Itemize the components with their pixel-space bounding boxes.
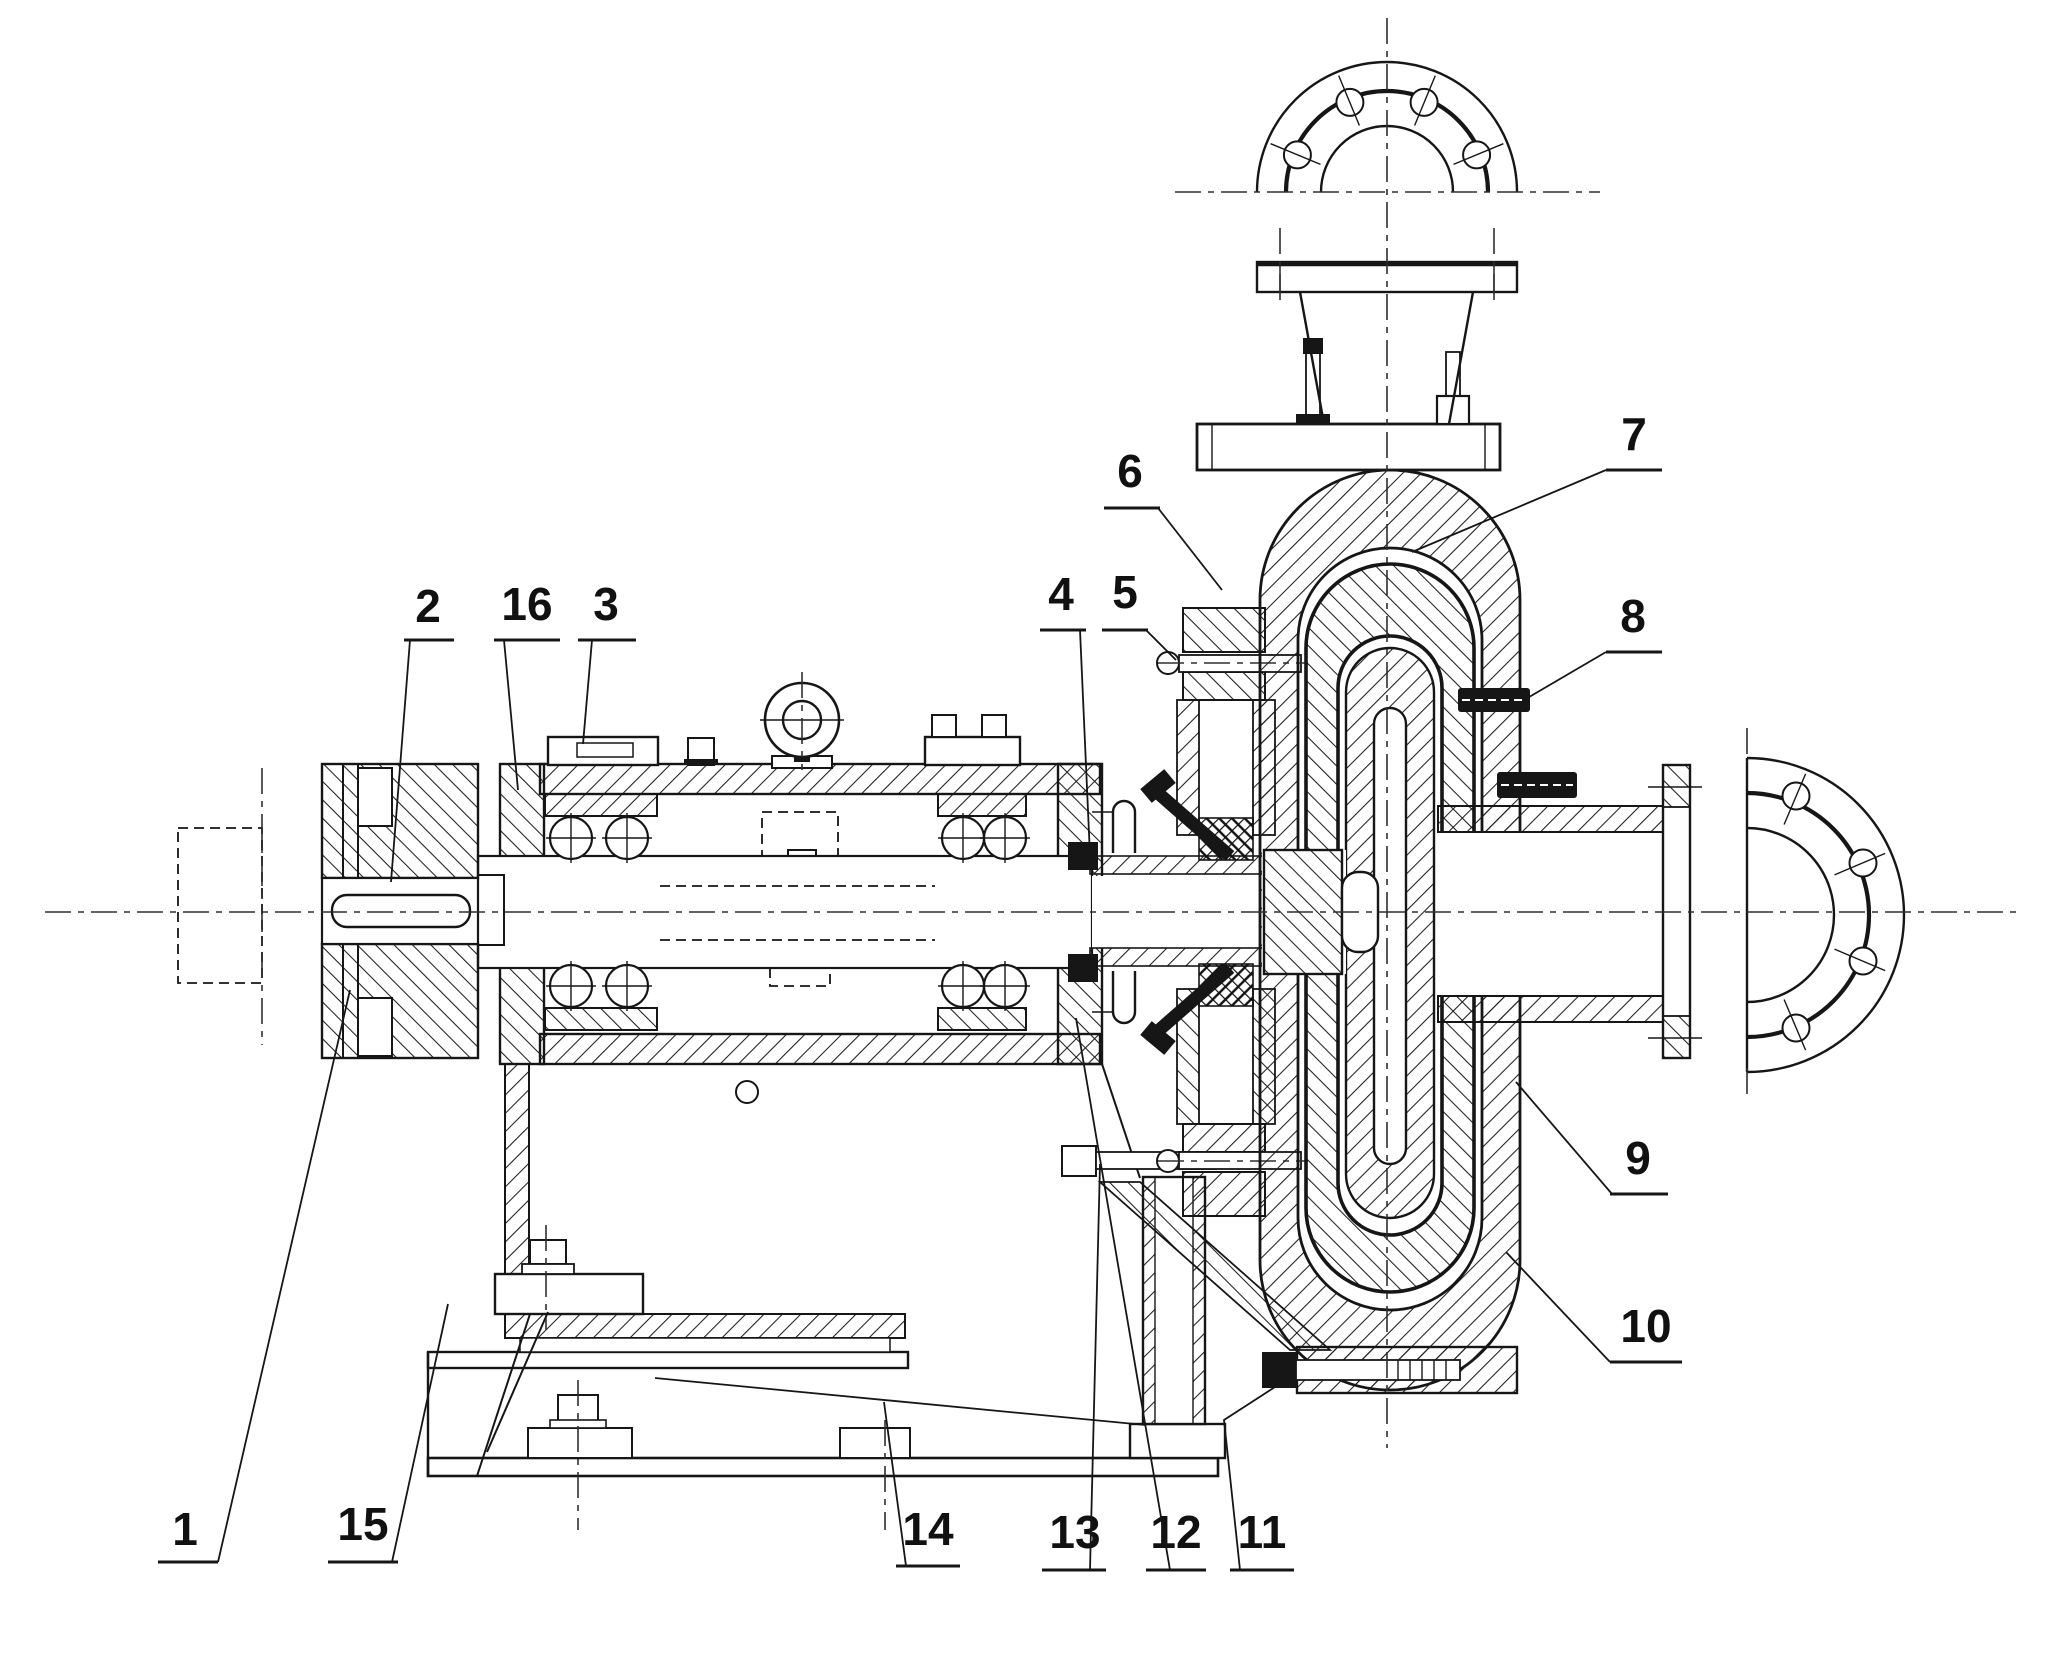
base-plate <box>426 1350 1227 1478</box>
callout-number-1: 1 <box>172 1503 198 1555</box>
callout-number-2: 2 <box>415 580 441 632</box>
callout-leader-8 <box>1523 651 1607 701</box>
shaft-sleeve <box>1089 855 1303 967</box>
callout-leader-1 <box>217 989 351 1563</box>
casing-joint-bolt-lower <box>1497 772 1577 798</box>
casing-discharge-flange <box>1195 338 1502 472</box>
coupling-hub <box>320 762 480 1060</box>
pedestal-frame <box>476 1063 1141 1477</box>
bearing-right <box>937 793 1030 863</box>
callout-number-14: 14 <box>902 1503 954 1555</box>
stuffing-box <box>1068 607 1308 870</box>
callout-leader-4 <box>1079 629 1091 857</box>
callout-number-15: 15 <box>337 1498 388 1550</box>
callout-leader-7 <box>1411 469 1607 553</box>
callout-leader-3 <box>582 639 593 745</box>
centerlines <box>45 18 2020 1530</box>
discharge-flange-end-view <box>1175 60 1600 193</box>
callout-number-12: 12 <box>1150 1506 1201 1558</box>
callout-number-6: 6 <box>1117 445 1143 497</box>
callout-leader-6 <box>1157 507 1223 591</box>
callout-leader-10 <box>1505 1251 1611 1363</box>
callout-leader-9 <box>1515 1081 1613 1195</box>
callout-leader-15 <box>391 1303 449 1563</box>
callout-number-8: 8 <box>1620 590 1646 642</box>
callout-number-9: 9 <box>1625 1132 1651 1184</box>
callout-leader-2 <box>390 639 411 883</box>
callout-number-4: 4 <box>1048 568 1074 620</box>
callout-number-11: 11 <box>1238 1506 1287 1558</box>
callout-number-3: 3 <box>593 578 619 630</box>
callout-leader-5 <box>1145 629 1177 661</box>
bearing-left <box>544 793 658 863</box>
callout-number-7: 7 <box>1621 408 1647 460</box>
callout-number-16: 16 <box>501 578 552 630</box>
casing-bottom-flange <box>1262 1345 1519 1395</box>
callout-leader-11 <box>1223 1375 1293 1571</box>
callout-leader-16 <box>503 639 519 791</box>
callout-number-5: 5 <box>1112 566 1138 618</box>
suction-flange-end-view <box>1745 728 1906 1100</box>
callout-number-10: 10 <box>1620 1300 1671 1352</box>
pump-casing <box>1258 468 1522 1392</box>
callout-leader-13 <box>1089 1163 1101 1571</box>
callout-leader-14 <box>883 1401 907 1567</box>
callout-leader-12 <box>1075 1017 1171 1571</box>
lifting-eye-bolt <box>760 672 844 770</box>
casing-joint-bolt-upper <box>1458 688 1530 712</box>
callout-number-13: 13 <box>1049 1506 1100 1558</box>
motor-shaft-phantom <box>177 768 263 1045</box>
casing-liner <box>1304 562 1476 1294</box>
impeller <box>1344 646 1436 1220</box>
